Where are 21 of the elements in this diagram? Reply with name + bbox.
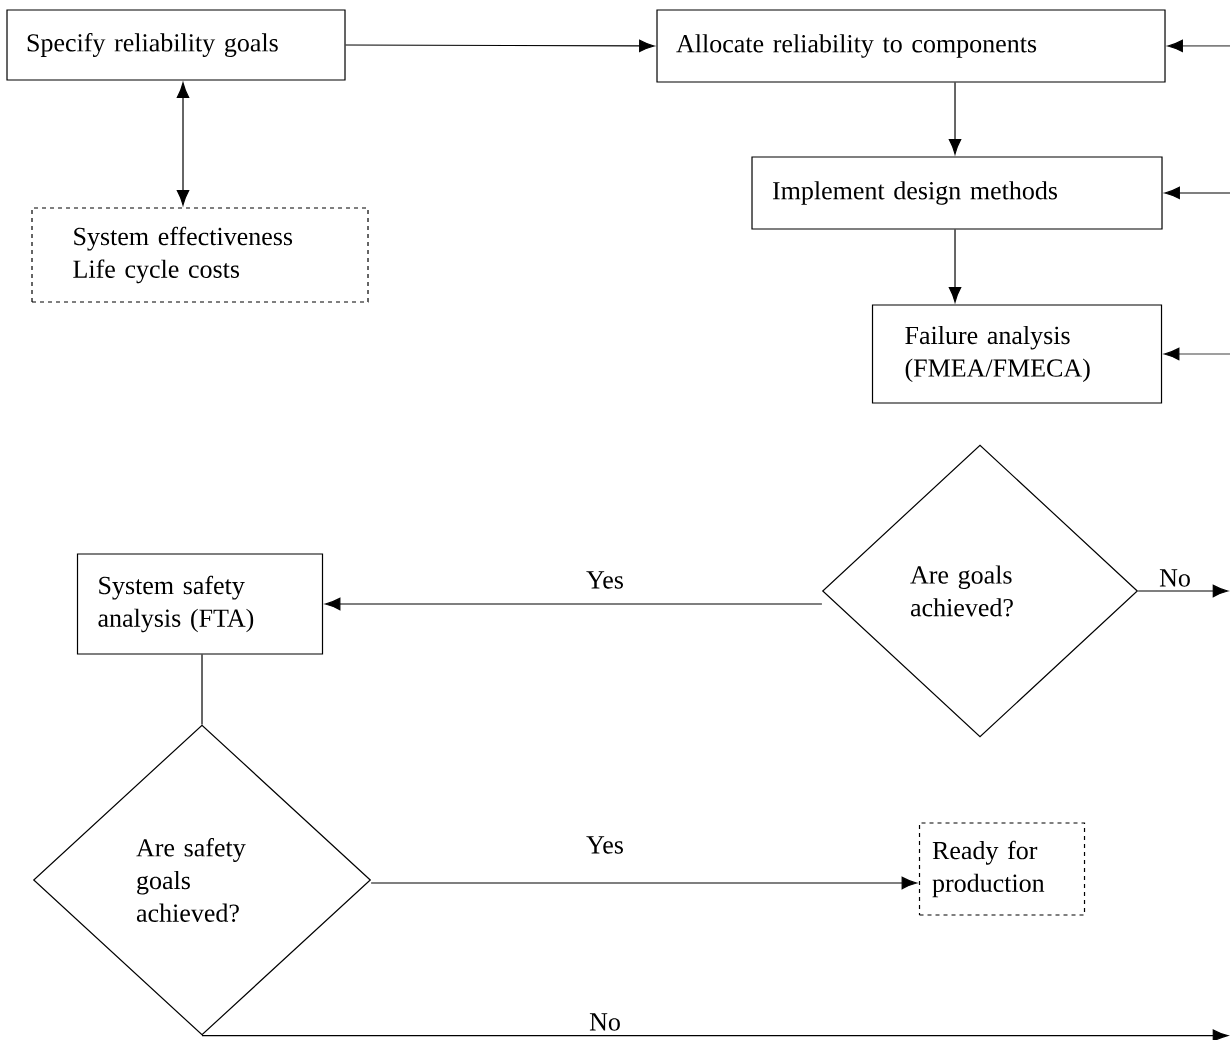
- edge-label: No: [1157, 568, 1193, 588]
- arrow: [201, 1029, 1229, 1040]
- process-box: System safety analysis (FTA): [76, 553, 324, 655]
- process-box: Implement design methods: [751, 156, 1163, 230]
- process-box: Allocate reliability to components: [656, 9, 1166, 83]
- process-box: Specify reliability goals: [6, 9, 346, 81]
- arrow: [1137, 584, 1229, 598]
- edge-label: Yes: [584, 570, 626, 590]
- arrow: [176, 82, 190, 206]
- arrow: [345, 39, 655, 53]
- edge-label: No: [587, 1012, 623, 1032]
- terminal-box: Ready for production: [918, 822, 1086, 916]
- note-box: System effectiveness Life cycle costs: [31, 207, 369, 303]
- process-box: Failure analysis (FMEA/FMECA): [871, 304, 1163, 404]
- edge-label: Yes: [584, 835, 626, 855]
- arrow: [1164, 186, 1230, 200]
- arrow: [948, 229, 962, 303]
- arrow: [324, 597, 823, 611]
- arrow: [948, 82, 962, 155]
- arrow: [1167, 39, 1230, 53]
- arrow: [370, 876, 918, 890]
